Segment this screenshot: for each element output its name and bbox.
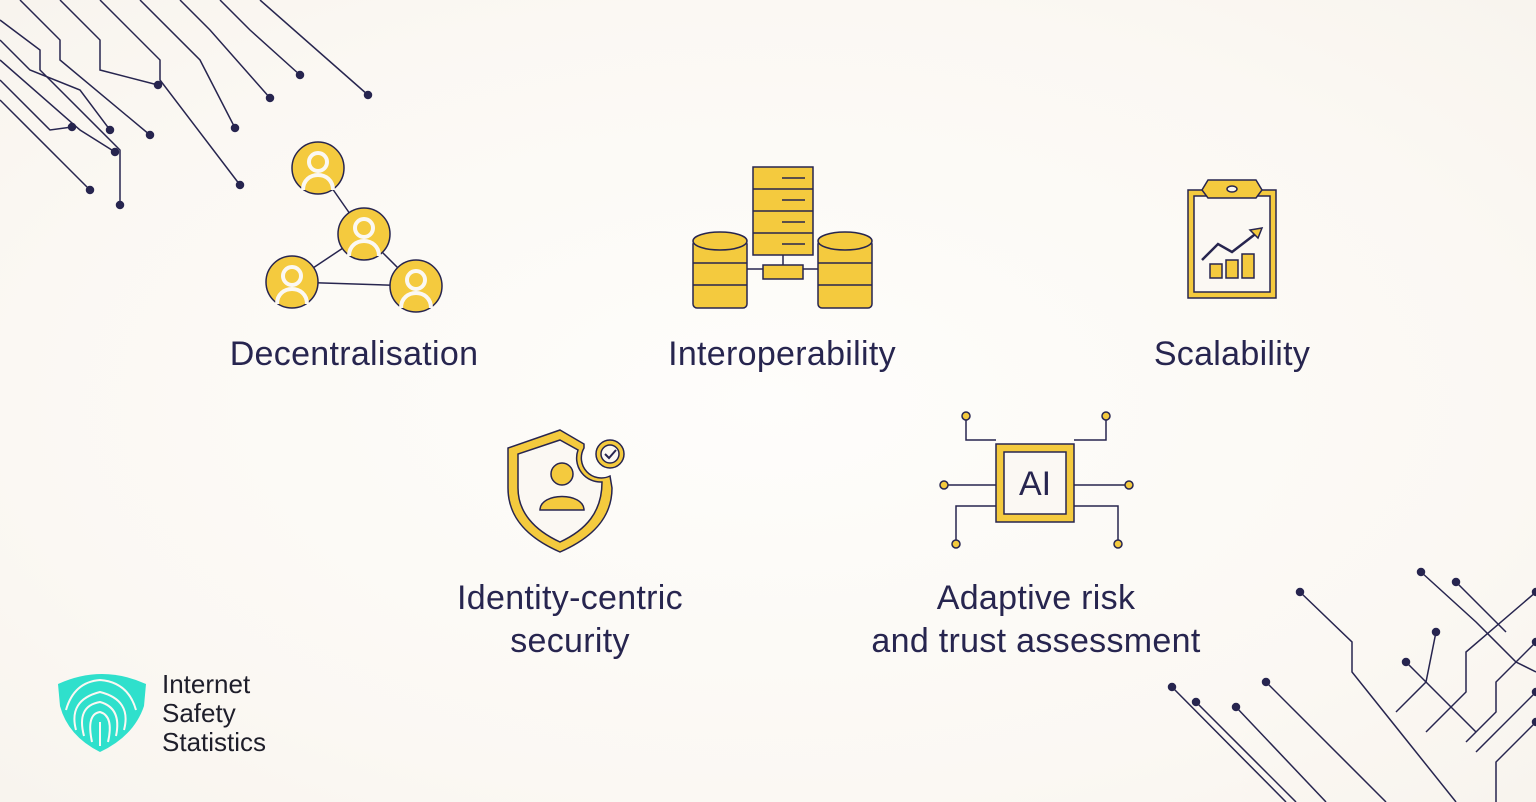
feature-label-identity-centric-security: Identity-centric security — [400, 577, 740, 663]
user-node-icon — [265, 255, 319, 309]
ai-chip-icon — [939, 411, 1134, 549]
feature-label-scalability: Scalability — [1153, 335, 1311, 373]
network-users-icon — [265, 141, 443, 313]
label-line: Identity-centric — [457, 579, 683, 617]
logo-text: Internet Safety Statistics — [162, 670, 266, 757]
feature-label-adaptive-risk: Adaptive risk and trust assessment — [836, 577, 1236, 663]
logo-line: Statistics — [162, 727, 267, 757]
clipboard-growth-chart-icon — [1187, 179, 1277, 299]
logo-line: Safety — [162, 698, 236, 728]
feature-label-interoperability: Interoperability — [668, 335, 896, 373]
fingerprint-shield-icon — [58, 674, 146, 752]
circuit-decoration-bottom-right — [1167, 567, 1536, 802]
feature-label-decentralisation: Decentralisation — [229, 335, 479, 373]
circuit-decoration-top-left — [0, 0, 373, 210]
label-line: and trust assessment — [871, 622, 1201, 660]
label-line: security — [510, 622, 630, 660]
user-node-icon — [389, 259, 443, 313]
user-node-icon — [337, 207, 391, 261]
ai-chip-text: AI — [1018, 465, 1052, 503]
label-line: Adaptive risk — [936, 579, 1136, 617]
user-node-icon — [291, 141, 345, 195]
logo-line: Internet — [162, 669, 251, 699]
shield-user-check-icon — [507, 429, 625, 553]
server-databases-icon — [692, 166, 873, 309]
